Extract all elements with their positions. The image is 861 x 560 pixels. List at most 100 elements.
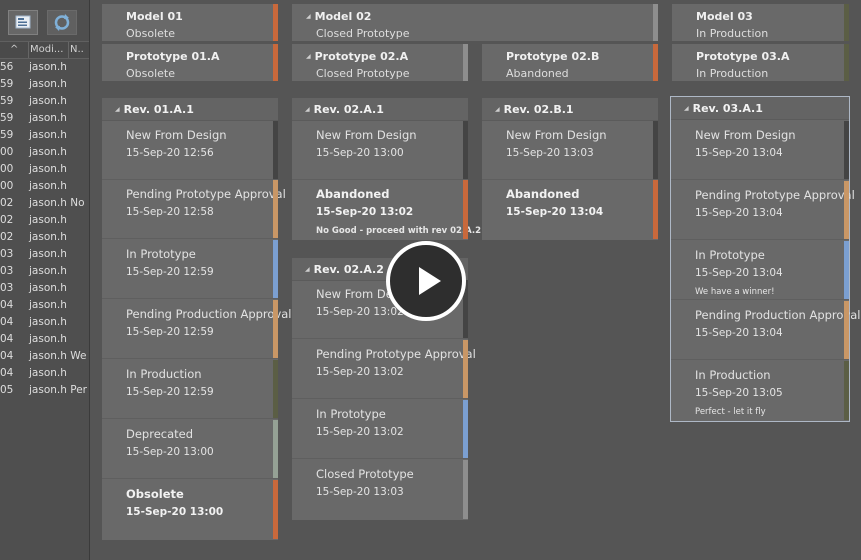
history-user: jason.h No bbox=[29, 197, 85, 209]
state-color-bar bbox=[273, 360, 278, 418]
revision-card-02a1[interactable]: Rev. 02.A.1 New From Design 15-Sep-20 13… bbox=[292, 98, 481, 240]
state-date: 15-Sep-20 13:03 bbox=[316, 486, 404, 498]
model-title: Model 03 bbox=[696, 10, 753, 23]
state-item[interactable]: In Production 15-Sep-20 13:05 Perfect - … bbox=[671, 361, 849, 420]
model-card-01[interactable]: Model 01 Obsolete bbox=[102, 4, 278, 41]
prototype-card-01a[interactable]: Prototype 01.A Obsolete bbox=[102, 44, 278, 81]
revision-header[interactable]: Rev. 03.A.1 bbox=[671, 97, 849, 120]
state-item[interactable]: Deprecated 15-Sep-20 13:00 bbox=[102, 420, 278, 479]
prototype-title: Prototype 03.A bbox=[696, 50, 790, 63]
state-date: 15-Sep-20 12:59 bbox=[126, 326, 214, 338]
state-name: Pending Production Approval bbox=[126, 307, 292, 321]
state-item[interactable]: Abandoned 15-Sep-20 13:04 bbox=[482, 180, 658, 239]
revision-header[interactable]: Rev. 02.B.1 bbox=[482, 98, 658, 121]
history-time: 04 bbox=[0, 333, 14, 345]
history-user: jason.h bbox=[29, 299, 67, 311]
refresh-button[interactable] bbox=[47, 10, 77, 35]
state-color-bar bbox=[273, 480, 278, 539]
history-time: 04 bbox=[0, 316, 14, 328]
prototype-title: Prototype 02.A bbox=[306, 50, 408, 63]
state-item[interactable]: New From Design 15-Sep-20 13:03 bbox=[482, 121, 658, 180]
revision-header[interactable]: Rev. 01.A.1 bbox=[102, 98, 278, 121]
revision-title: Rev. 02.A.2 bbox=[305, 263, 384, 276]
state-item[interactable]: New From Design 15-Sep-20 12:56 bbox=[102, 121, 278, 180]
revision-card-01a1[interactable]: Rev. 01.A.1 New From Design 15-Sep-20 12… bbox=[102, 98, 292, 540]
prototype-status: Obsolete bbox=[126, 67, 176, 80]
revision-header[interactable]: Rev. 02.A.1 bbox=[292, 98, 468, 121]
play-button[interactable] bbox=[386, 241, 466, 321]
status-color-bar bbox=[653, 4, 658, 41]
sort-indicator[interactable]: ^ bbox=[10, 44, 19, 55]
model-title: Model 01 bbox=[126, 10, 183, 23]
state-date: 15-Sep-20 12:56 bbox=[126, 147, 214, 159]
note-column[interactable]: N.. bbox=[68, 42, 90, 58]
history-user: jason.h bbox=[29, 95, 67, 107]
state-item[interactable]: Closed Prototype 15-Sep-20 13:03 bbox=[292, 460, 468, 519]
history-time: 03 bbox=[0, 265, 14, 277]
state-item[interactable]: Pending Production Approval 15-Sep-20 13… bbox=[671, 301, 861, 360]
history-time: 59 bbox=[0, 95, 14, 107]
model-title: Model 02 bbox=[306, 10, 372, 23]
state-item[interactable]: Pending Prototype Approval 15-Sep-20 13:… bbox=[671, 181, 855, 240]
state-item[interactable]: In Production 15-Sep-20 12:59 bbox=[102, 360, 278, 419]
state-item[interactable]: Pending Prototype Approval 15-Sep-20 12:… bbox=[102, 180, 286, 239]
view-toggle-button[interactable] bbox=[8, 10, 38, 35]
history-user: jason.h bbox=[29, 61, 67, 73]
state-item[interactable]: In Prototype 15-Sep-20 12:59 bbox=[102, 240, 278, 299]
history-user: jason.h bbox=[29, 231, 67, 243]
prototype-card-02b[interactable]: Prototype 02.B Abandoned bbox=[482, 44, 658, 81]
state-item[interactable]: New From Design 15-Sep-20 13:04 bbox=[671, 121, 849, 180]
revision-card-03a1[interactable]: Rev. 03.A.1 New From Design 15-Sep-20 13… bbox=[670, 96, 861, 422]
revision-title: Rev. 02.B.1 bbox=[495, 103, 574, 116]
history-user: jason.h We bbox=[29, 350, 87, 362]
model-card-03[interactable]: Model 03 In Production bbox=[672, 4, 849, 41]
state-color-bar bbox=[273, 300, 278, 358]
prototype-title: Prototype 01.A bbox=[126, 50, 220, 63]
history-row[interactable]: 59 jason.h bbox=[0, 93, 89, 110]
state-color-bar bbox=[844, 121, 849, 179]
history-user: jason.h bbox=[29, 316, 67, 328]
state-item[interactable]: Abandoned 15-Sep-20 13:02 No Good - proc… bbox=[292, 180, 481, 239]
model-card-02[interactable]: Model 02 Closed Prototype bbox=[292, 4, 658, 41]
state-item[interactable]: Obsolete 15-Sep-20 13:00 bbox=[102, 480, 278, 539]
prototype-card-03a[interactable]: Prototype 03.A In Production bbox=[672, 44, 849, 81]
state-item[interactable]: Pending Production Approval 15-Sep-20 12… bbox=[102, 300, 292, 359]
state-color-bar bbox=[463, 180, 468, 239]
state-name: Deprecated bbox=[126, 427, 194, 441]
state-item[interactable]: New From Design 15-Sep-20 13:00 bbox=[292, 121, 468, 180]
history-row[interactable]: 04 jason.h bbox=[0, 314, 89, 331]
status-color-bar bbox=[273, 4, 278, 41]
state-item[interactable]: In Prototype 15-Sep-20 13:02 bbox=[292, 400, 468, 459]
modified-by-column[interactable]: Modi... bbox=[28, 42, 68, 58]
state-name: Abandoned bbox=[506, 187, 580, 201]
revision-card-02b1[interactable]: Rev. 02.B.1 New From Design 15-Sep-20 13… bbox=[482, 98, 658, 240]
state-note: We have a winner! bbox=[695, 287, 775, 297]
prototype-card-02a[interactable]: Prototype 02.A Closed Prototype bbox=[292, 44, 468, 81]
revision-title: Rev. 01.A.1 bbox=[115, 103, 194, 116]
state-item[interactable]: In Prototype 15-Sep-20 13:04 We have a w… bbox=[671, 241, 849, 300]
history-time: 59 bbox=[0, 129, 14, 141]
state-color-bar bbox=[653, 121, 658, 179]
state-color-bar bbox=[844, 241, 849, 299]
history-time: 04 bbox=[0, 367, 14, 379]
state-item[interactable]: Pending Prototype Approval 15-Sep-20 13:… bbox=[292, 340, 476, 399]
status-color-bar bbox=[844, 44, 849, 81]
